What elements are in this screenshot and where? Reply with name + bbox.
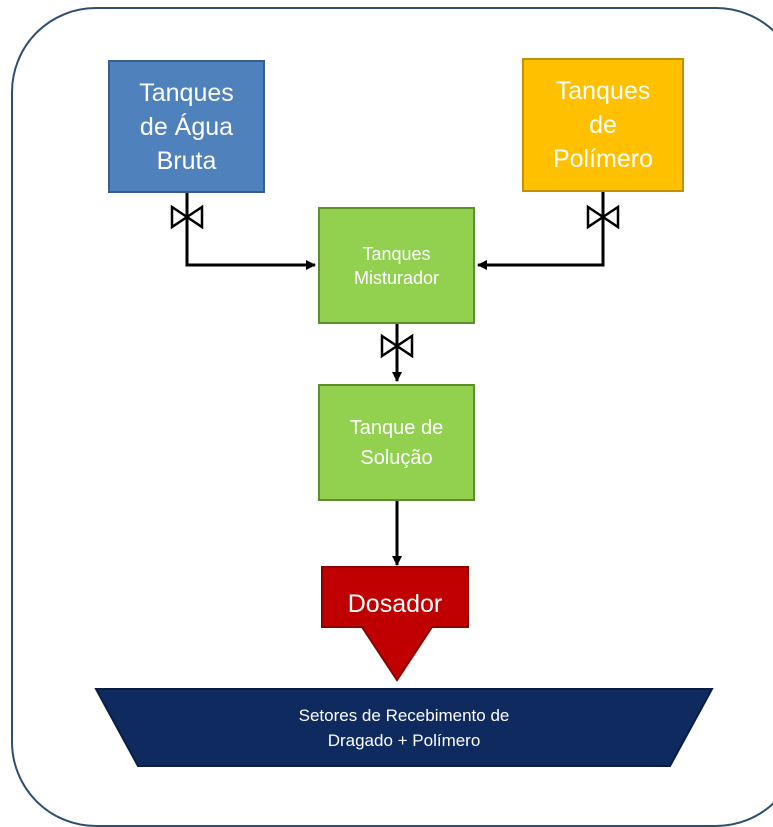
valve-icon [380, 333, 414, 359]
solution-tank-box: Tanque de Solução [318, 384, 475, 501]
valve-icon [586, 204, 620, 230]
receiving-sectors-line2: Dragado + Polímero [327, 731, 481, 750]
doser-label: Dosador [347, 590, 443, 618]
raw-water-feed-line [185, 193, 316, 270]
receiving-sectors-label: Setores de Recebimento de Dragado + Polí… [96, 703, 712, 753]
polymer-tanks-box: Tanques de Polímero [522, 58, 684, 192]
mixer-tanks-line1: Tanques [362, 243, 431, 264]
polymer-tanks-line2: de [589, 111, 617, 139]
polymer-feed-line [477, 192, 605, 270]
receiving-sectors-line1: Setores de Recebimento de [298, 706, 510, 725]
raw-water-tanks-box: Tanques de Água Bruta [108, 60, 265, 193]
polymer-tanks-line1: Tanques [555, 77, 651, 105]
polymer-tanks-line3: Polímero [552, 145, 654, 173]
solution-tank-line2: Solução [360, 446, 433, 469]
receiving-sectors-shape [94, 688, 714, 767]
valve-icon [170, 204, 204, 230]
raw-water-tanks-line3: Bruta [156, 146, 217, 175]
flow-connectors [94, 192, 714, 767]
mixer-tanks-line2: Misturador [353, 267, 440, 288]
raw-water-tanks-line2: de Água [139, 112, 234, 141]
raw-water-tanks-line1: Tanques [139, 78, 234, 107]
solution-tank-line1: Tanque de [349, 416, 444, 439]
mixer-tanks-box: Tanques Misturador [318, 207, 475, 324]
doser-shape [321, 566, 469, 682]
